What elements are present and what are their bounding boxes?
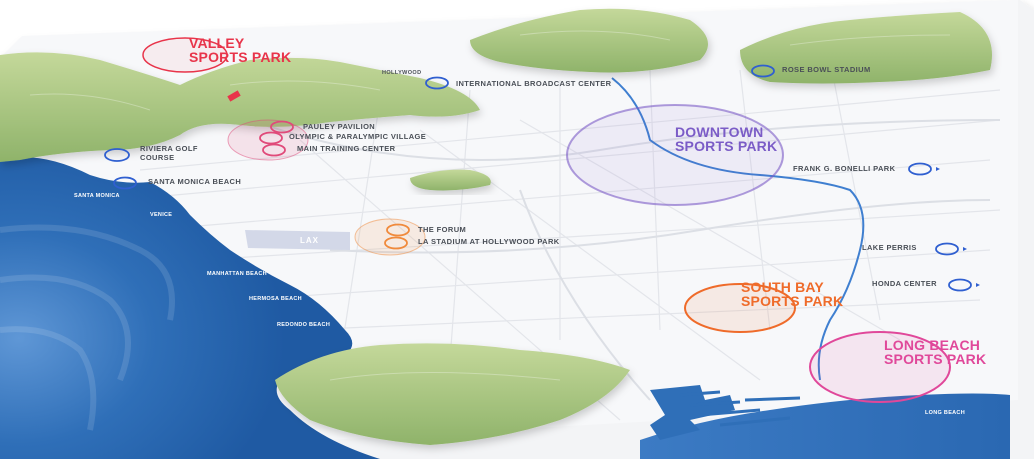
long-beach-line2: SPORTS PARK bbox=[884, 351, 987, 367]
inglewood-cluster-ring bbox=[354, 218, 426, 256]
rose-bowl-stadium-marker bbox=[751, 64, 775, 78]
valley-sports-park-ring bbox=[142, 37, 228, 73]
santa-monica-label: SANTA MONICA bbox=[74, 193, 120, 199]
honda-center-arrow-icon bbox=[976, 283, 980, 287]
long-beach-city-label: LONG BEACH bbox=[925, 410, 965, 416]
lake-perris-arrow-icon bbox=[963, 247, 967, 251]
the-forum-marker bbox=[386, 223, 410, 237]
honda-center-marker bbox=[948, 278, 972, 292]
frank-g-bonelli-park-label: FRANK G. BONELLI PARK bbox=[793, 164, 896, 173]
ucla-cluster-ring bbox=[227, 119, 309, 161]
downtown-line2: SPORTS PARK bbox=[675, 138, 778, 154]
santa-monica-beach-label: SANTA MONICA BEACH bbox=[148, 177, 242, 186]
venice-label: VENICE bbox=[150, 212, 173, 218]
lake-perris-label: LAKE PERRIS bbox=[862, 243, 917, 252]
pauley-pavilion-label: PAULEY PAVILION bbox=[303, 122, 376, 131]
south-bay-line2: SPORTS PARK bbox=[741, 293, 844, 309]
ocean-swells bbox=[0, 224, 175, 431]
the-forum-label: THE FORUM bbox=[418, 225, 467, 234]
main-training-center-label: MAIN TRAINING CENTER bbox=[297, 144, 396, 153]
valley-line1: VALLEY bbox=[189, 35, 245, 51]
rose-bowl-stadium-label: ROSE BOWL STADIUM bbox=[782, 65, 871, 74]
south-bay-sports-park-label: SOUTH BAY SPORTS PARK bbox=[741, 280, 843, 308]
hollywood-label: HOLLYWOOD bbox=[382, 70, 422, 76]
downtown-sports-park-label: DOWNTOWN SPORTS PARK bbox=[675, 125, 777, 153]
south-bay-line1: SOUTH BAY bbox=[741, 279, 824, 295]
santa-monica-mountains bbox=[0, 52, 480, 162]
hollywood-sign-icon bbox=[227, 90, 241, 102]
san-gabriel-mountains bbox=[740, 12, 992, 84]
la-stadium-marker bbox=[384, 236, 408, 250]
palos-verdes-hills bbox=[275, 343, 630, 445]
la-river bbox=[611, 77, 865, 381]
lax-airport bbox=[245, 230, 350, 250]
south-bay-sports-park-ring bbox=[684, 283, 796, 333]
harbor-channels bbox=[679, 390, 801, 427]
international-broadcast-center-marker bbox=[425, 76, 449, 90]
olympic-village-label: OLYMPIC & PARALYMPIC VILLAGE bbox=[289, 132, 427, 141]
freeways bbox=[249, 119, 1001, 401]
valley-sports-park-label: VALLEY SPORTS PARK bbox=[189, 36, 291, 64]
international-broadcast-center-label: INTERNATIONAL BROADCAST CENTER bbox=[456, 79, 612, 88]
downtown-line1: DOWNTOWN bbox=[675, 124, 764, 140]
pacific-ocean bbox=[0, 157, 380, 459]
manhattan-beach-label: MANHATTAN BEACH bbox=[207, 271, 267, 277]
bonelli-arrow-icon bbox=[936, 167, 940, 171]
pauley-pavilion-marker bbox=[270, 120, 294, 134]
riviera-golf-course-label: RIVIERA GOLF COURSE bbox=[140, 144, 198, 162]
redondo-beach-label: REDONDO BEACH bbox=[277, 322, 331, 328]
offmap-arrows bbox=[936, 167, 980, 287]
hermosa-beach-label: HERMOSA BEACH bbox=[249, 296, 302, 302]
frank-g-bonelli-park-marker bbox=[908, 162, 932, 176]
la-stadium-label: LA STADIUM AT HOLLYWOOD PARK bbox=[418, 237, 560, 246]
olympic-village-marker bbox=[259, 131, 283, 145]
honda-center-label: HONDA CENTER bbox=[872, 279, 937, 288]
downtown-sports-park-ring bbox=[566, 104, 784, 206]
riviera-golf-course-marker bbox=[104, 148, 130, 162]
port-of-long-beach bbox=[650, 385, 735, 440]
long-beach-line1: LONG BEACH bbox=[884, 337, 981, 353]
long-beach-sports-park-ring bbox=[809, 331, 951, 403]
lake-perris-marker bbox=[935, 242, 959, 256]
terrain-contours bbox=[29, 30, 951, 381]
san-pedro-bay bbox=[640, 393, 1010, 459]
santa-monica-beach-marker bbox=[113, 176, 137, 190]
main-training-center-marker bbox=[262, 143, 286, 157]
lax-label: LAX bbox=[300, 236, 319, 245]
valley-line2: SPORTS PARK bbox=[189, 49, 292, 65]
baldwin-hills bbox=[410, 169, 491, 191]
verdugo-hills bbox=[470, 8, 708, 73]
long-beach-sports-park-label: LONG BEACH SPORTS PARK bbox=[884, 338, 986, 366]
